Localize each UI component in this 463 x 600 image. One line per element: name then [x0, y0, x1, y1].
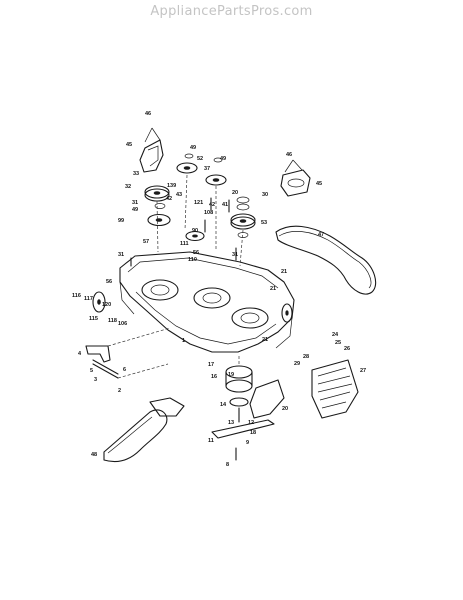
callout-label: 11: [208, 438, 214, 444]
belt-cover-right[interactable]: [280, 159, 311, 197]
gauge-wheel-right[interactable]: [281, 303, 293, 323]
idler-pulley-52[interactable]: [176, 162, 198, 174]
idler-pulley-37[interactable]: [205, 174, 227, 186]
callout-label: 9: [246, 440, 249, 446]
callout-label: 48: [91, 452, 97, 458]
callout-label: 31: [118, 252, 124, 258]
callout-label: 90: [192, 228, 198, 234]
discharge-chute[interactable]: [311, 359, 359, 419]
callout-label: 6: [123, 367, 126, 373]
callout-label: 32: [125, 184, 131, 190]
callout-label: 18: [250, 430, 256, 436]
callout-label: 19: [228, 372, 234, 378]
callout-label: 24: [332, 332, 339, 338]
callout-label: 20: [282, 406, 288, 412]
callout-label: 5: [90, 368, 93, 374]
callout-label: 57: [143, 239, 149, 245]
callout-label: 52: [197, 156, 203, 162]
callout-label: 53: [261, 220, 267, 226]
callout-label: 106: [118, 321, 127, 327]
callout-label: 111: [180, 241, 189, 247]
callout-label: 37: [204, 166, 210, 172]
pulley-53[interactable]: [230, 213, 256, 230]
callout-label: 1: [182, 338, 185, 344]
callout-label: 108: [204, 210, 213, 216]
spindle-assembly[interactable]: [225, 365, 253, 423]
baffle[interactable]: [249, 379, 285, 419]
callout-label: 21: [262, 337, 268, 343]
callout-label: 46: [286, 152, 292, 158]
callout-label: 117: [84, 296, 93, 302]
callout-label: 20: [232, 190, 238, 196]
callout-label: 120: [102, 302, 111, 308]
callout-label: 45: [316, 181, 322, 187]
callout-label: 25: [335, 340, 341, 346]
callout-label: 12: [248, 420, 254, 426]
callout-label: 43: [176, 192, 182, 198]
gauge-wheel-left[interactable]: [92, 291, 106, 313]
belt-cover-left[interactable]: [139, 127, 164, 173]
deck-housing[interactable]: [119, 251, 295, 353]
callout-label: 2: [118, 388, 121, 394]
callout-label: 21: [270, 286, 276, 292]
callout-label: 33: [133, 171, 139, 177]
bolts: [130, 197, 237, 267]
callout-label: 47: [318, 232, 324, 238]
callout-label: 99: [118, 218, 124, 224]
callout-label: 118: [108, 318, 117, 324]
callout-label: 28: [303, 354, 309, 360]
callout-label: 49: [132, 207, 138, 213]
mower-blade[interactable]: [211, 419, 275, 461]
callout-label: 56: [106, 279, 112, 285]
callout-label: 31: [232, 252, 238, 258]
deck-belt[interactable]: [275, 225, 377, 295]
callout-label: 116: [72, 293, 81, 299]
callout-label: 30: [262, 192, 268, 198]
callout-label: 31: [132, 200, 138, 206]
callout-label: 8: [226, 462, 229, 468]
callout-label: 42: [209, 202, 215, 208]
callout-label: 110: [188, 257, 197, 263]
callout-label: 21: [281, 269, 287, 275]
callout-label: 16: [211, 374, 217, 380]
pulley-56-center[interactable]: [185, 230, 205, 242]
watermark: AppliancePartsPros.com: [150, 4, 313, 19]
callout-label: 4: [78, 351, 82, 357]
mower-belt-48[interactable]: [103, 397, 185, 463]
callout-label: 29: [294, 361, 300, 367]
callout-label: 17: [208, 362, 214, 368]
callout-label: 3: [94, 377, 97, 383]
washer-stack: [154, 153, 250, 238]
callout-label: 115: [89, 316, 98, 322]
callout-labels: 46 45 33 49 52 49 37 46 45 32 139 43 20 …: [72, 111, 366, 468]
callout-label: 121: [194, 200, 203, 206]
hanger-link[interactable]: [107, 327, 171, 379]
callout-label: 45: [126, 142, 132, 148]
callout-label: 27: [360, 368, 366, 374]
callout-label: 49: [190, 145, 196, 151]
leader-lines: [156, 174, 244, 366]
callout-label: 139: [167, 183, 176, 189]
callout-label: 14: [220, 402, 227, 408]
callout-label: 42: [166, 196, 172, 202]
pulley-99[interactable]: [147, 213, 171, 227]
callout-label: 46: [145, 111, 151, 117]
callout-label: 13: [228, 420, 234, 426]
callout-label: 49: [220, 156, 226, 162]
callout-label: 41: [222, 202, 228, 208]
callout-label: 56: [193, 250, 199, 256]
callout-label: 26: [344, 346, 350, 352]
